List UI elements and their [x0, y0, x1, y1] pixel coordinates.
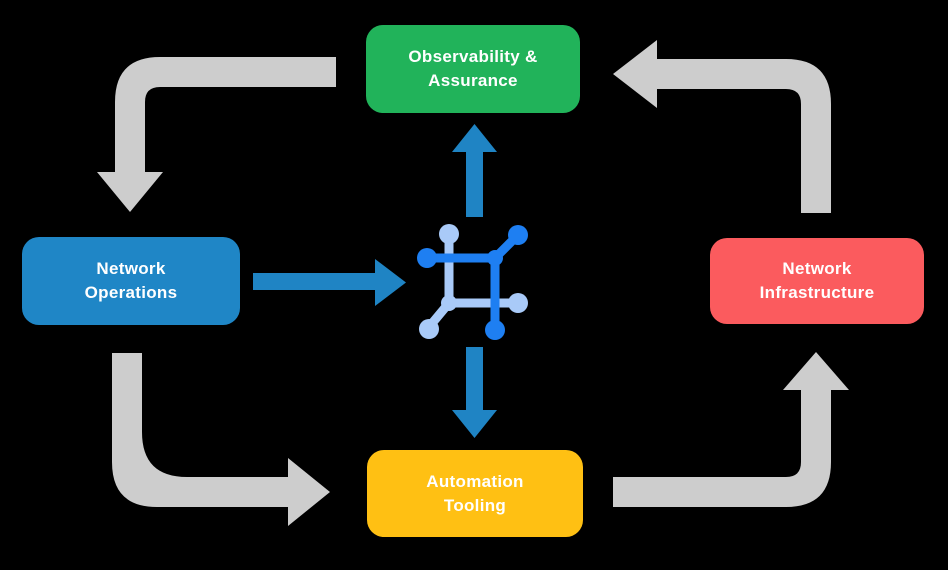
node-network-infrastructure: Network Infrastructure: [710, 238, 924, 324]
node-network-operations: Network Operations: [22, 237, 240, 325]
arrow-automation-to-infrastructure: [613, 352, 849, 507]
node-label-line: Assurance: [428, 71, 518, 90]
arrow-operations-to-automation: [112, 353, 330, 526]
arrow-operations-to-platform: [253, 259, 406, 306]
icon-dark-nodes: [417, 225, 528, 340]
icon-light-nodes: [419, 224, 528, 339]
arrow-observability-to-operations: [97, 57, 336, 212]
node-label-line: Automation: [426, 471, 524, 491]
node-automation-tooling: Automation Tooling: [367, 450, 583, 537]
arrow-platform-to-automation: [452, 347, 497, 438]
node-label-line: Network: [96, 259, 166, 278]
arrow-platform-to-observability: [452, 124, 497, 217]
network-automation-icon: [417, 224, 528, 340]
arrow-infrastructure-to-observability: [613, 40, 831, 213]
node-label-line: Observability &: [408, 47, 538, 66]
node-label-line: Infrastructure: [759, 283, 875, 302]
node-observability-assurance: Observability & Assurance: [366, 25, 580, 113]
node-label-line: Tooling: [443, 495, 507, 515]
node-label-line: Network: [782, 259, 852, 278]
node-label-line: Operations: [84, 283, 178, 302]
